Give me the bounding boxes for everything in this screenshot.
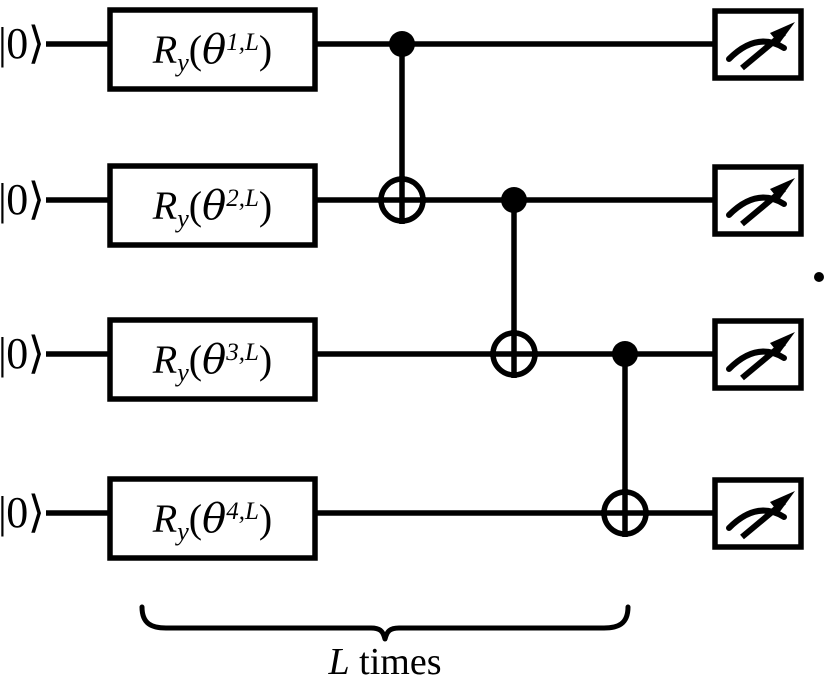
- measure-box-q4[interactable]: [712, 477, 804, 550]
- repeat-brace: [139, 604, 631, 642]
- gate-label-q4: Ry(θ4,L): [110, 499, 315, 545]
- cnot-gate-q3-q4[interactable]: [601, 341, 649, 537]
- gate-label-q2: Ry(θ2,L): [110, 186, 315, 232]
- gate-open-paren-q2: (: [188, 183, 203, 228]
- gate-close-paren-q3: ): [258, 337, 273, 382]
- repeat-count-variable: L: [328, 641, 350, 681]
- gate-label-q1: Ry(θ1,L): [110, 30, 315, 76]
- gate-symbol-q4: R: [152, 496, 178, 541]
- gate-box-q2[interactable]: [107, 163, 318, 248]
- gate-box-q4[interactable]: [107, 476, 318, 561]
- gate-param-q3: θ: [202, 337, 227, 383]
- qubit-3-init-ket: |0⟩: [0, 329, 45, 378]
- gate-open-paren-q1: (: [188, 27, 203, 72]
- cnot-gate-q1-q2[interactable]: [378, 31, 426, 224]
- meter-icon-q2: [726, 178, 795, 227]
- gate-symbol-q1: R: [152, 27, 178, 72]
- gate-close-paren-q4: ): [258, 496, 273, 541]
- repeat-count-word: times: [359, 641, 442, 681]
- trailing-period: [814, 272, 824, 282]
- meter-icon-q4: [726, 491, 795, 540]
- gate-superscript-q3: 3,L: [226, 339, 259, 366]
- gate-superscript-q2: 2,L: [226, 185, 259, 212]
- cnot-control-dot-q1: [389, 31, 415, 57]
- qubit-2-init-ket: |0⟩: [0, 175, 45, 224]
- gate-superscript-q1: 1,L: [226, 29, 259, 56]
- cnot-control-dot-q2: [501, 187, 527, 213]
- gate-open-paren-q4: (: [188, 496, 203, 541]
- gate-subscript-q4: y: [177, 516, 189, 546]
- qubit-4-init-ket: |0⟩: [0, 488, 45, 537]
- gate-box-q1[interactable]: [107, 7, 318, 92]
- gate-param-q4: θ: [202, 496, 227, 542]
- gate-close-paren-q1: ): [258, 27, 273, 72]
- gate-box-q3[interactable]: [107, 317, 318, 402]
- repeat-brace-caption: L times: [135, 643, 635, 681]
- measure-box-q3[interactable]: [712, 318, 804, 391]
- cnot-gate-q2-q3[interactable]: [490, 187, 538, 378]
- gate-subscript-q1: y: [177, 47, 189, 77]
- gate-param-q2: θ: [202, 183, 227, 229]
- gate-open-paren-q3: (: [188, 337, 203, 382]
- gate-superscript-q4: 4,L: [226, 498, 259, 525]
- gate-subscript-q3: y: [177, 357, 189, 387]
- cnot-control-dot-q3: [612, 341, 638, 367]
- meter-icon-q3: [726, 332, 795, 381]
- gate-param-q1: θ: [202, 27, 227, 73]
- meter-icon-q1: [726, 22, 795, 71]
- qubit-1-init-ket: |0⟩: [0, 19, 45, 68]
- gate-subscript-q2: y: [177, 203, 189, 233]
- gate-close-paren-q2: ): [258, 183, 273, 228]
- gate-symbol-q2: R: [152, 183, 178, 228]
- gate-symbol-q3: R: [152, 337, 178, 382]
- gate-label-q3: Ry(θ3,L): [110, 340, 315, 386]
